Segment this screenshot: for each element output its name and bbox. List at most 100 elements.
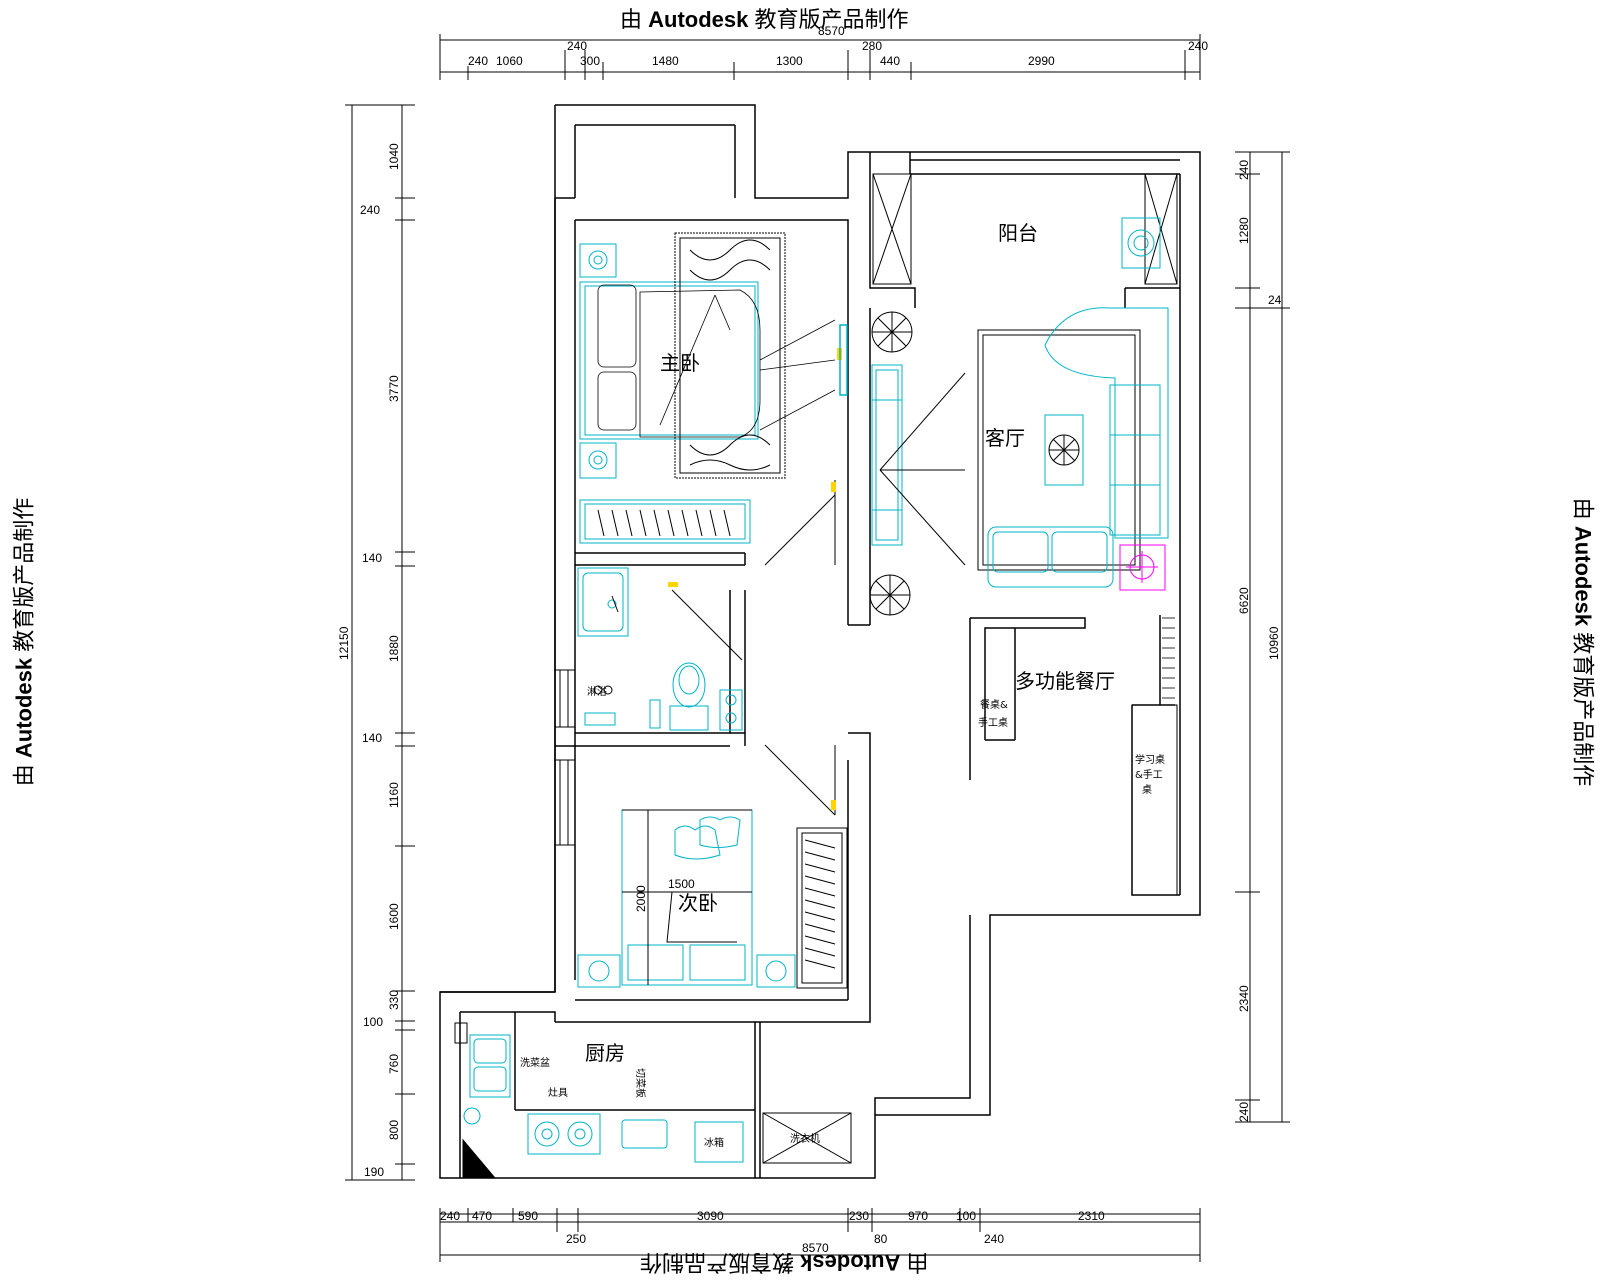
kitchen-fixtures [463,1034,744,1163]
dim-top-1060: 1060 [496,54,523,68]
dim-bottom-total: 8570 [802,1241,829,1255]
dim-right-2340: 2340 [1237,985,1251,1012]
bed-dimension-labels: 1500 2000 [634,877,695,912]
label-study-1: 学习桌 [1135,753,1165,766]
dim-left-240: 240 [360,203,380,217]
furniture-labels: 餐桌& 手工桌 学习桌 &手工 桌 淋浴 洗菜盆 灶具 切菜板 冰箱 洗衣机 [520,685,1165,1149]
coffee-table-flower [1048,434,1080,466]
label-dining: 多功能餐厅 [1015,669,1115,693]
dim-bottom-470: 470 [472,1209,492,1223]
walls [439,104,1201,1179]
dim-left-190: 190 [364,1165,384,1179]
dim-left-800: 800 [387,1120,401,1140]
dim-right-1280: 1280 [1237,217,1251,244]
dim-right-240b: 240 [1237,1102,1251,1122]
dim-left-140a: 140 [362,551,382,565]
label-shower: 淋浴 [587,685,607,698]
dim-left-100: 100 [363,1015,383,1029]
stove [527,1113,601,1155]
dim-left-1600: 1600 [387,903,401,930]
label-master-bedroom: 主卧 [660,351,700,375]
master-bed-detail [597,284,836,438]
label-sink: 洗菜盆 [520,1056,550,1069]
shelf [649,699,661,729]
label-study-3: 桌 [1142,783,1152,796]
tv-wall-master [839,324,848,396]
label-balcony: 阳台 [998,221,1038,245]
shower-icon [593,595,619,695]
washbasin [577,567,629,637]
label-second-bedroom: 次卧 [678,891,718,915]
sofa [987,307,1169,588]
windows [555,669,575,846]
label-fridge: 冰箱 [704,1136,724,1149]
dim-top-280: 280 [862,39,882,53]
room-labels: 主卧 次卧 阳台 客厅 多功能餐厅 厨房 [585,221,1115,1065]
dim-right-240a: 240 [1237,160,1251,180]
bathroom-fixtures [577,567,743,731]
nightstand-left [577,954,621,988]
master-rug [674,232,786,479]
dim-right-6620: 6620 [1237,587,1251,614]
dim-right-24: 24 [1268,293,1282,307]
label-living-room: 客厅 [985,426,1025,450]
dim-top-1480: 1480 [652,54,679,68]
wardrobe-master [579,499,751,544]
dim-left-total: 12150 [337,626,351,660]
dim-top-300: 300 [580,54,600,68]
dim-left-1040: 1040 [387,143,401,170]
wardrobe-hangers [597,509,731,537]
label-washer: 洗衣机 [790,1132,820,1145]
dim-bottom-240b: 240 [984,1232,1004,1246]
dim-bottom-100: 100 [956,1209,976,1223]
dim-left-3770: 3770 [387,375,401,402]
dim-top-240: 240 [468,54,488,68]
label-bed-width: 1500 [668,877,695,891]
dim-left-760: 760 [387,1054,401,1074]
laundry-rack [719,689,743,731]
nightstand-right [756,954,796,988]
plants [869,311,913,616]
dim-left-1160: 1160 [387,782,401,808]
right-dimension-labels: 240 1280 24 6620 2340 240 10960 [1237,160,1282,1122]
dim-top-2990: 2990 [1028,54,1055,68]
second-wardrobe [796,827,848,989]
dim-bottom-3090: 3090 [697,1209,724,1223]
living-rug [977,329,1141,571]
watermark-top: 由 Autodesk 教育版产品制作 [620,7,909,32]
bottom-dimensions [439,1208,1201,1262]
bottom-dimension-labels: 240 470 590 3090 230 970 100 2310 250 80… [440,1209,1105,1255]
balcony-fixtures [872,173,1178,285]
balcony-cabinet-right [1144,173,1178,285]
master-bed [579,281,759,440]
dim-bottom-970: 970 [908,1209,928,1223]
label-study-2: &手工 [1135,768,1163,781]
balcony-cabinet-left [872,173,912,285]
master-bedroom-furniture [579,243,759,544]
label-craft-table: 手工桌 [978,716,1008,729]
right-dimensions [1235,151,1290,1123]
dim-left-1880: 1880 [387,635,401,662]
label-bed-length: 2000 [634,885,648,912]
left-dimension-labels: 12150 1040 240 3770 140 1880 140 1160 16… [337,143,401,1179]
tv-cabinet [871,364,903,546]
left-dimensions [345,104,415,1181]
nightstand-bottom [579,442,617,479]
doors [671,480,836,816]
dim-bottom-240: 240 [440,1209,460,1223]
dim-top-total: 8570 [818,24,845,38]
balcony-washer [1121,217,1161,269]
side-table [1119,544,1166,591]
label-counter: 切菜板 [634,1068,647,1098]
tv-lines [879,372,966,566]
cutting-board [621,1119,668,1149]
washer-box [762,1112,852,1164]
top-dimensions [439,34,1201,80]
kitchen-sink [469,1034,511,1098]
toilet-tank [669,705,709,731]
dim-left-140b: 140 [362,731,382,745]
dim-left-330: 330 [387,990,401,1010]
second-bed-outline [622,809,752,985]
water-heater [463,1107,481,1125]
